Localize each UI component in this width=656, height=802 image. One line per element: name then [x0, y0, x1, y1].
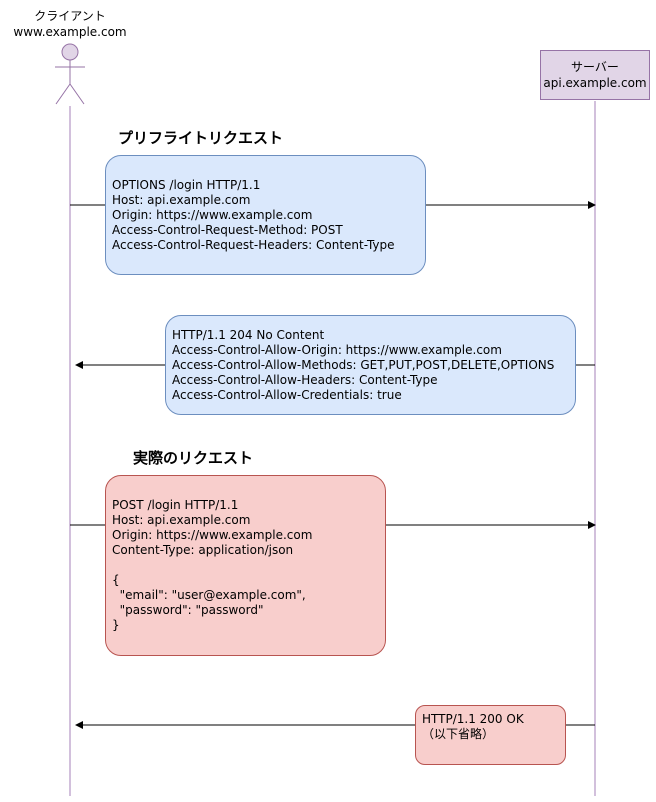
actual-response-box: HTTP/1.1 200 OK（以下省略） — [415, 705, 566, 765]
message-line: "password": "password" — [112, 603, 264, 617]
message-line: } — [112, 618, 120, 632]
message-line: HTTP/1.1 200 OK — [422, 712, 524, 726]
message-line: POST /login HTTP/1.1 — [112, 498, 239, 512]
client-actor-icon — [55, 43, 85, 105]
message-line: Access-Control-Request-Method: POST — [112, 222, 343, 237]
message-line — [112, 558, 379, 573]
message-line: Origin: https://www.example.com — [112, 207, 313, 222]
message-line: Host: api.example.com — [112, 513, 251, 527]
message-line: Origin: https://www.example.com — [112, 528, 313, 542]
message-line: Access-Control-Allow-Origin: https://www… — [172, 342, 502, 357]
message-line: Access-Control-Allow-Headers: Content-Ty… — [172, 372, 438, 387]
message-line: OPTIONS /login HTTP/1.1 — [112, 177, 261, 192]
message-line: Access-Control-Request-Headers: Content-… — [112, 237, 395, 252]
preflight-heading: プリフライトリクエスト — [118, 129, 284, 147]
message-line: Host: api.example.com — [112, 192, 251, 207]
message-line: "email": "user@example.com", — [112, 588, 306, 602]
client-name: クライアント — [34, 9, 106, 23]
message-line: Access-Control-Allow-Methods: GET,PUT,PO… — [172, 357, 555, 372]
actual-heading: 実際のリクエスト — [133, 449, 254, 467]
server-name: サーバー — [571, 60, 619, 74]
message-line: { — [112, 573, 120, 587]
client-host: www.example.com — [13, 25, 127, 39]
message-line: Content-Type: application/json — [112, 543, 294, 557]
server-participant: サーバー api.example.com — [540, 50, 650, 100]
message-line: HTTP/1.1 204 No Content — [172, 327, 325, 342]
client-label: クライアント www.example.com — [0, 8, 140, 40]
server-host: api.example.com — [543, 76, 647, 90]
message-line: （以下省略） — [422, 727, 495, 741]
message-line: Access-Control-Allow-Credentials: true — [172, 387, 402, 402]
